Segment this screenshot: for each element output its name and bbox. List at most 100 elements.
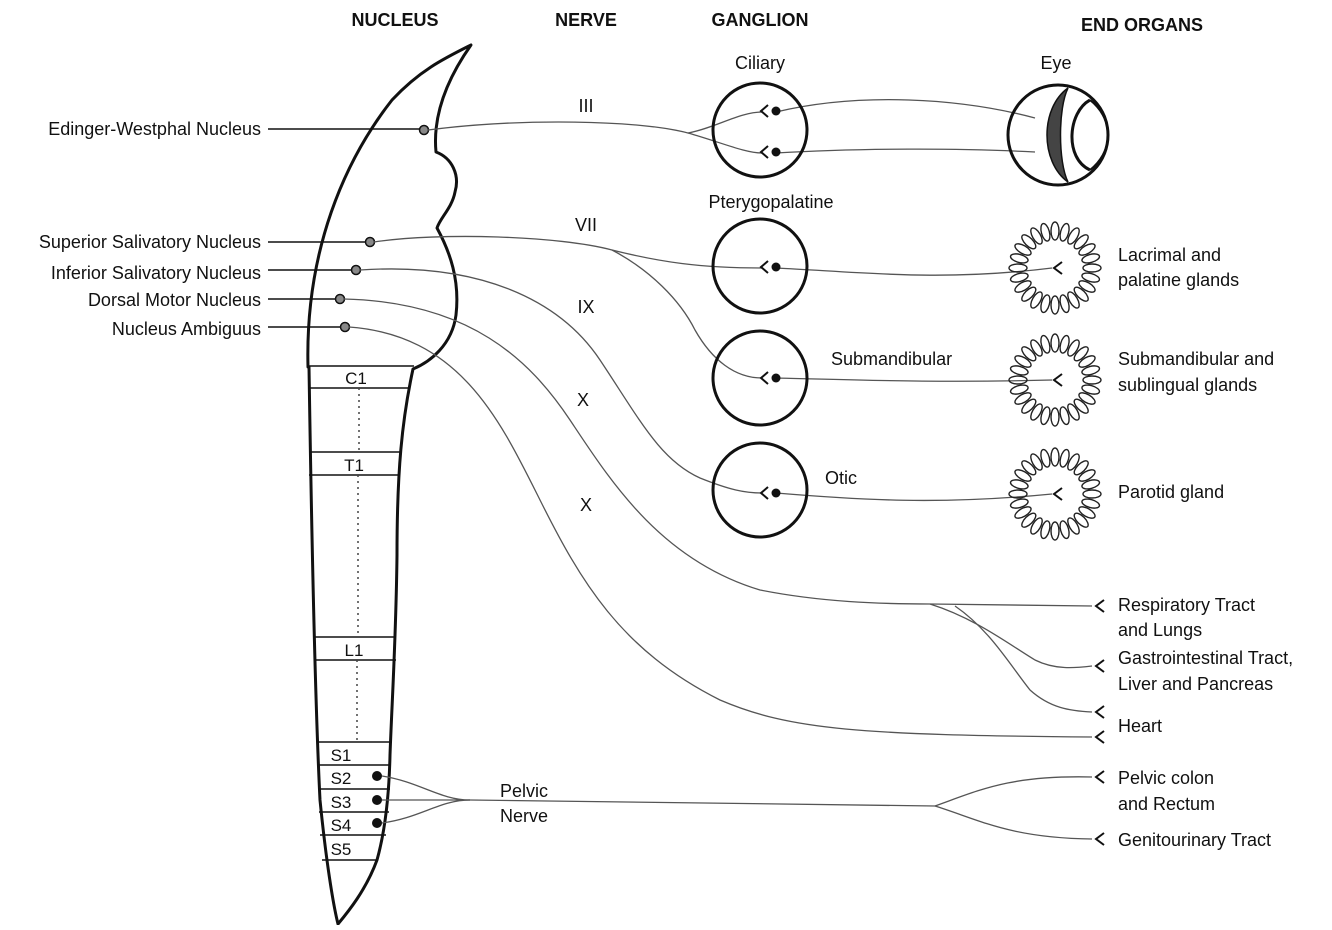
pelvic-nerve-fiber [382, 776, 470, 800]
label-submand-gland-2: sublingual glands [1118, 375, 1257, 395]
gland-acinus [1058, 294, 1070, 313]
ganglion-otic [713, 443, 807, 537]
central-canal-dotted [357, 388, 359, 742]
gland-acinus [1081, 252, 1100, 264]
label-gi-2: Liver and Pancreas [1118, 674, 1273, 694]
segment-s3: S3 [331, 793, 352, 812]
ciliary-to-eye-fiber [776, 100, 1035, 118]
parotid-terminal [1054, 488, 1062, 500]
label-parotid: Parotid gland [1118, 482, 1224, 502]
header-end-organs: END ORGANS [1081, 15, 1203, 35]
label-superior-salivatory: Superior Salivatory Nucleus [39, 232, 261, 252]
label-ambiguus: Nucleus Ambiguus [112, 319, 261, 339]
gland-acinus [1039, 223, 1051, 242]
pterygo-to-lacrimal-fiber [776, 268, 1052, 275]
gland-acinus [1058, 406, 1070, 425]
label-heart: Heart [1118, 716, 1162, 736]
edinger-westphal-dot [420, 126, 429, 135]
label-submand-gland-1: Submandibular and [1118, 349, 1274, 369]
superior-salivatory-dot [366, 238, 375, 247]
label-respiratory-2: and Lungs [1118, 620, 1202, 640]
label-pelvic-colon-1: Pelvic colon [1118, 768, 1214, 788]
visceral-terminals [1096, 600, 1104, 845]
label-inferior-salivatory: Inferior Salivatory Nucleus [51, 263, 261, 283]
gland-acinus [1051, 296, 1059, 314]
gland-acinus [1083, 264, 1101, 272]
lacrimal-terminal [1054, 262, 1062, 274]
s2-nucleus-dot [372, 771, 382, 781]
label-pterygopalatine: Pterygopalatine [708, 192, 833, 212]
label-pelvic-nerve-1: Pelvic [500, 781, 548, 801]
gland-acinus [1009, 264, 1027, 272]
gland-acinus [1010, 252, 1029, 264]
gland-acinus [1051, 448, 1059, 466]
gland-acinus [1051, 522, 1059, 540]
ambiguus-dot [341, 323, 350, 332]
gland-acinus [1058, 335, 1070, 354]
gland-acinus [1010, 383, 1029, 395]
header-nerve: NERVE [555, 10, 617, 30]
gland-acinus [1058, 520, 1070, 539]
label-submandibular-ganglion: Submandibular [831, 349, 952, 369]
label-pelvic-colon-2: and Rectum [1118, 794, 1215, 814]
gland-acinus [1051, 408, 1059, 426]
segment-s4: S4 [331, 816, 352, 835]
gland-acinus [1083, 376, 1101, 384]
inferior-salivatory-dot [352, 266, 361, 275]
s3-nucleus-dot [372, 795, 382, 805]
label-eye: Eye [1040, 53, 1071, 73]
nerve-ix-fiber [360, 269, 762, 493]
label-respiratory-1: Respiratory Tract [1118, 595, 1255, 615]
label-nerve-ix: IX [577, 297, 594, 317]
gland-acinus [1039, 449, 1051, 468]
gland-acinus [1039, 335, 1051, 354]
segment-t1: T1 [344, 456, 364, 475]
segment-lines [308, 366, 414, 860]
gland-acinus [1010, 478, 1029, 490]
gland-acinus [1039, 294, 1051, 313]
gland-acinus [1039, 520, 1051, 539]
gland-acinus [1010, 497, 1029, 509]
label-genitourinary: Genitourinary Tract [1118, 830, 1271, 850]
header-nucleus: NUCLEUS [351, 10, 438, 30]
label-pelvic-nerve-2: Nerve [500, 806, 548, 826]
label-nerve-x-2: X [580, 495, 592, 515]
gland-acinus [1058, 223, 1070, 242]
segment-c1: C1 [345, 369, 367, 388]
gland-acinus [1081, 364, 1100, 376]
eye-icon [1008, 85, 1108, 185]
segment-s5: S5 [331, 840, 352, 859]
gland-acinus [1083, 490, 1101, 498]
s4-nucleus-dot [372, 818, 382, 828]
ganglion-pterygopalatine [713, 219, 807, 313]
gland-acinus [1058, 449, 1070, 468]
label-lacrimal-1: Lacrimal and [1118, 245, 1221, 265]
gland-acinus [1051, 334, 1059, 352]
label-dorsal-motor: Dorsal Motor Nucleus [88, 290, 261, 310]
gland-acinus [1081, 271, 1100, 283]
gland-acinus [1081, 497, 1100, 509]
label-nerve-iii: III [578, 96, 593, 116]
segment-l1: L1 [345, 641, 364, 660]
gland-acinus [1010, 364, 1029, 376]
nerve-x-fiber-1 [344, 299, 1092, 606]
segment-s1: S1 [331, 746, 352, 765]
gland-acinus [1081, 478, 1100, 490]
nerve-x-fiber-2 [349, 327, 1092, 737]
segment-s2: S2 [331, 769, 352, 788]
label-ciliary: Ciliary [735, 53, 785, 73]
label-nerve-x-1: X [577, 390, 589, 410]
ganglion-ciliary [713, 83, 807, 177]
label-gi-1: Gastrointestinal Tract, [1118, 648, 1293, 668]
gland-acinus [1051, 222, 1059, 240]
submand-terminal [1054, 374, 1062, 386]
gland-acinus [1081, 383, 1100, 395]
nerve-vii-fiber [374, 236, 762, 268]
label-nerve-vii: VII [575, 215, 597, 235]
label-edinger-westphal: Edinger-Westphal Nucleus [48, 119, 261, 139]
dorsal-motor-dot [336, 295, 345, 304]
label-otic: Otic [825, 468, 857, 488]
label-lacrimal-2: palatine glands [1118, 270, 1239, 290]
